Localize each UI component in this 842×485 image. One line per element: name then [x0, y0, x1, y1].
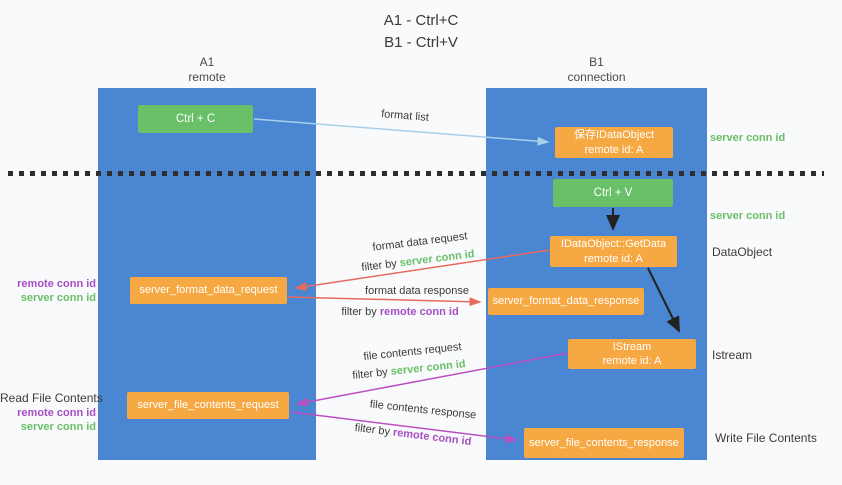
label-remote-conn-id-left-2: remote conn id	[17, 407, 96, 419]
node-server-file-contents-request: server_file_contents_request	[127, 392, 289, 419]
node-save-idataobject: 保存IDataObject remote id: A	[555, 127, 673, 158]
getdata-line2: remote id: A	[584, 252, 643, 265]
label-server-conn-id-left-2: server conn id	[20, 421, 96, 433]
filter-by-text: filter by	[360, 257, 401, 274]
filter-by-text: filter by	[354, 421, 394, 439]
label-write-file-contents: Write File Contents	[715, 431, 817, 445]
node-idataobject-getdata: IDataObject::GetData remote id: A	[550, 236, 677, 267]
column-header-b1: B1 connection	[486, 55, 707, 85]
remote-conn-id-text: remote conn id	[392, 426, 472, 449]
file-request-label: server_file_contents_request	[137, 399, 279, 412]
arrow-format-data-response	[287, 296, 482, 307]
node-server-format-data-response: server_format_data_response	[488, 288, 644, 315]
node-ctrl-v: Ctrl + V	[553, 179, 673, 207]
ctrl-v-label: Ctrl + V	[593, 186, 633, 199]
node-istream: IStream remote id: A	[568, 339, 696, 369]
label-istream: Istream	[712, 348, 753, 362]
column-a1-role: remote	[188, 70, 226, 84]
label-server-conn-id-top-right: server conn id	[710, 132, 786, 144]
save-idataobject-line1: 保存IDataObject	[573, 129, 655, 142]
server-conn-id-text: server conn id	[390, 358, 467, 378]
save-idataobject-line2: remote id: A	[584, 143, 644, 156]
label-remote-conn-id-left-1: remote conn id	[17, 278, 96, 290]
ctrl-c-label: Ctrl + C	[175, 112, 216, 125]
file-response-label: server_file_contents_response	[529, 436, 679, 449]
title-line-1: A1 - Ctrl+C	[383, 12, 459, 29]
edge-label-filter-by-remote-conn-top: filter by remote conn id	[330, 306, 470, 318]
edge-label-filter-by-remote-conn-bottom: filter by remote conn id	[338, 420, 488, 450]
node-ctrl-c: Ctrl + C	[138, 105, 253, 133]
dotted-divider	[8, 171, 824, 176]
getdata-line1: IDataObject::GetData	[560, 238, 667, 251]
column-a1-name: A1	[199, 55, 215, 69]
title-line-2: B1 - Ctrl+V	[384, 33, 458, 51]
format-request-label: server_format_data_request	[139, 284, 278, 297]
node-server-file-contents-response: server_file_contents_response	[524, 428, 684, 458]
column-header-a1: A1 remote	[98, 55, 316, 85]
filter-by-text: filter by	[351, 365, 392, 382]
format-response-label: server_format_data_response	[492, 295, 640, 308]
diagram-title: A1 - Ctrl+C B1 - Ctrl+V	[0, 10, 842, 54]
node-server-format-data-request: server_format_data_request	[130, 277, 287, 304]
server-conn-id-text: server conn id	[399, 248, 476, 270]
label-server-conn-id-left-1: server conn id	[20, 292, 96, 304]
label-dataobject: DataObject	[712, 245, 773, 259]
edge-label-format-list: format list	[380, 108, 430, 124]
label-server-conn-id-mid-right: server conn id	[710, 210, 786, 222]
remote-conn-id-text: remote conn id	[379, 306, 459, 318]
column-b1-role: connection	[567, 70, 626, 84]
istream-line1: IStream	[612, 340, 652, 353]
edge-label-file-contents-response: file contents response	[369, 398, 477, 422]
edge-label-format-data-response: format data response	[365, 285, 469, 297]
label-read-file-contents: Read File Contents	[0, 391, 103, 405]
column-b1-name: B1	[589, 55, 604, 69]
filter-by-text: filter by	[341, 306, 380, 318]
istream-line2: remote id: A	[602, 355, 662, 367]
